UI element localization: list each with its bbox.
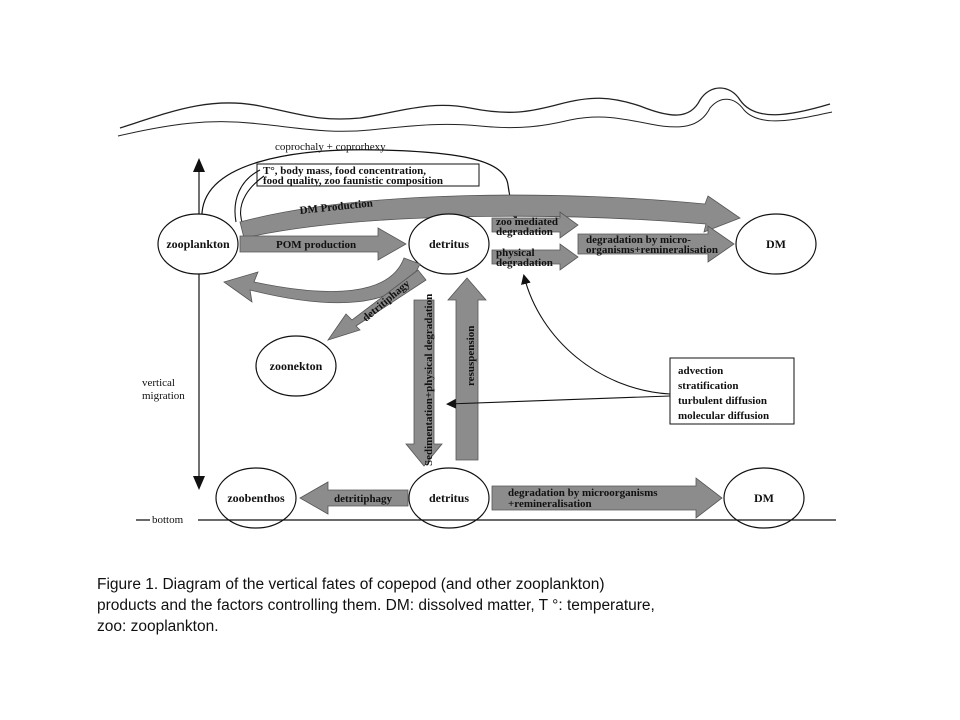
detritiphagy-top-to-zoonekton	[327, 269, 427, 341]
factors-line2: food quality, zoo faunistic composition	[263, 175, 443, 187]
detritiphagy-bottom-label: detritiphagy	[334, 493, 393, 505]
node-zoonekton	[255, 335, 337, 397]
node-dm-top-label: DM	[766, 237, 786, 251]
factor-turbulent-diffusion: turbulent diffusion	[678, 395, 767, 407]
node-zoonekton-label: zoonekton	[270, 359, 323, 373]
node-detritus-bottom	[408, 467, 490, 529]
node-dm-bottom	[723, 467, 805, 529]
factors-line1: T°, body mass, food concentration,	[263, 165, 426, 177]
zoo-mediated-label-1: zoo mediated	[496, 216, 558, 228]
caption-line-2: products and the factors controlling the…	[97, 597, 655, 614]
micro-degradation-bottom-arrow	[491, 477, 723, 519]
micro-degradation-bottom-label-1: degradation by microorganisms	[508, 487, 658, 499]
factor-advection: advection	[678, 365, 723, 377]
node-dm-bottom-label: DM	[754, 491, 774, 505]
sea-surface-line	[119, 87, 831, 129]
vertical-migration-arrow-down	[193, 476, 205, 490]
vertical-migration-arrow-up	[193, 158, 205, 172]
coprochaly-loop-arrow	[201, 149, 518, 221]
factors-box-right	[669, 357, 795, 425]
caption-line-1: Figure 1. Diagram of the vertical fates …	[97, 576, 605, 593]
resuspension-arrow	[447, 277, 487, 461]
node-zooplankton	[157, 213, 239, 275]
micro-degradation-top-arrow	[577, 225, 735, 263]
resuspension-label: resuspension	[465, 326, 477, 386]
factors-to-dm-arrow	[234, 169, 261, 223]
node-detritus-bottom-label: detritus	[429, 491, 469, 505]
bottom-label: bottom	[152, 514, 184, 526]
detritiphagy-bottom-arrow	[299, 481, 409, 515]
micro-degradation-bottom-label-2: +remineralisation	[508, 498, 592, 510]
factors-box-top	[256, 163, 480, 187]
vertical-migration-label-1: vertical	[142, 377, 175, 389]
factor-stratification: stratification	[678, 380, 738, 392]
node-zooplankton-label: zooplankton	[166, 237, 230, 251]
zoo-mediated-label-2: degradation	[496, 226, 553, 238]
micro-degradation-top-label-2: organisms+remineralisation	[586, 244, 718, 256]
caption-line-3: zoo: zooplankton.	[97, 618, 219, 635]
factors-to-column-arrow	[446, 395, 671, 409]
physical-degradation-arrow	[491, 243, 579, 271]
micro-degradation-top-label-1: degradation by micro-	[586, 234, 691, 246]
node-zoobenthos-label: zoobenthos	[227, 491, 285, 505]
node-detritus-top-label: detritus	[429, 237, 469, 251]
zoo-mediated-arrow	[491, 211, 579, 239]
sedimentation-label: Sedimentation+physical degradation	[423, 294, 435, 466]
detritiphagy-top-arrow	[223, 257, 421, 304]
dm-production-arrow	[239, 194, 741, 239]
pom-production-label: POM production	[276, 239, 356, 251]
node-zoobenthos	[215, 467, 297, 529]
vertical-migration-label-2: migration	[142, 390, 185, 402]
node-detritus-top	[408, 213, 490, 275]
factor-molecular-diffusion: molecular diffusion	[678, 410, 769, 422]
figure-caption: Figure 1. Diagram of the vertical fates …	[97, 574, 817, 637]
physical-degradation-label-1: physical	[496, 247, 535, 259]
bottom-label-bg	[150, 514, 198, 526]
factors-to-degradation-arrow	[521, 274, 671, 395]
pom-production-arrow	[239, 227, 407, 261]
node-dm-top	[735, 213, 817, 275]
physical-degradation-label-2: degradation	[496, 257, 553, 269]
sea-surface-line-2	[117, 98, 833, 137]
sedimentation-arrow	[405, 299, 443, 467]
